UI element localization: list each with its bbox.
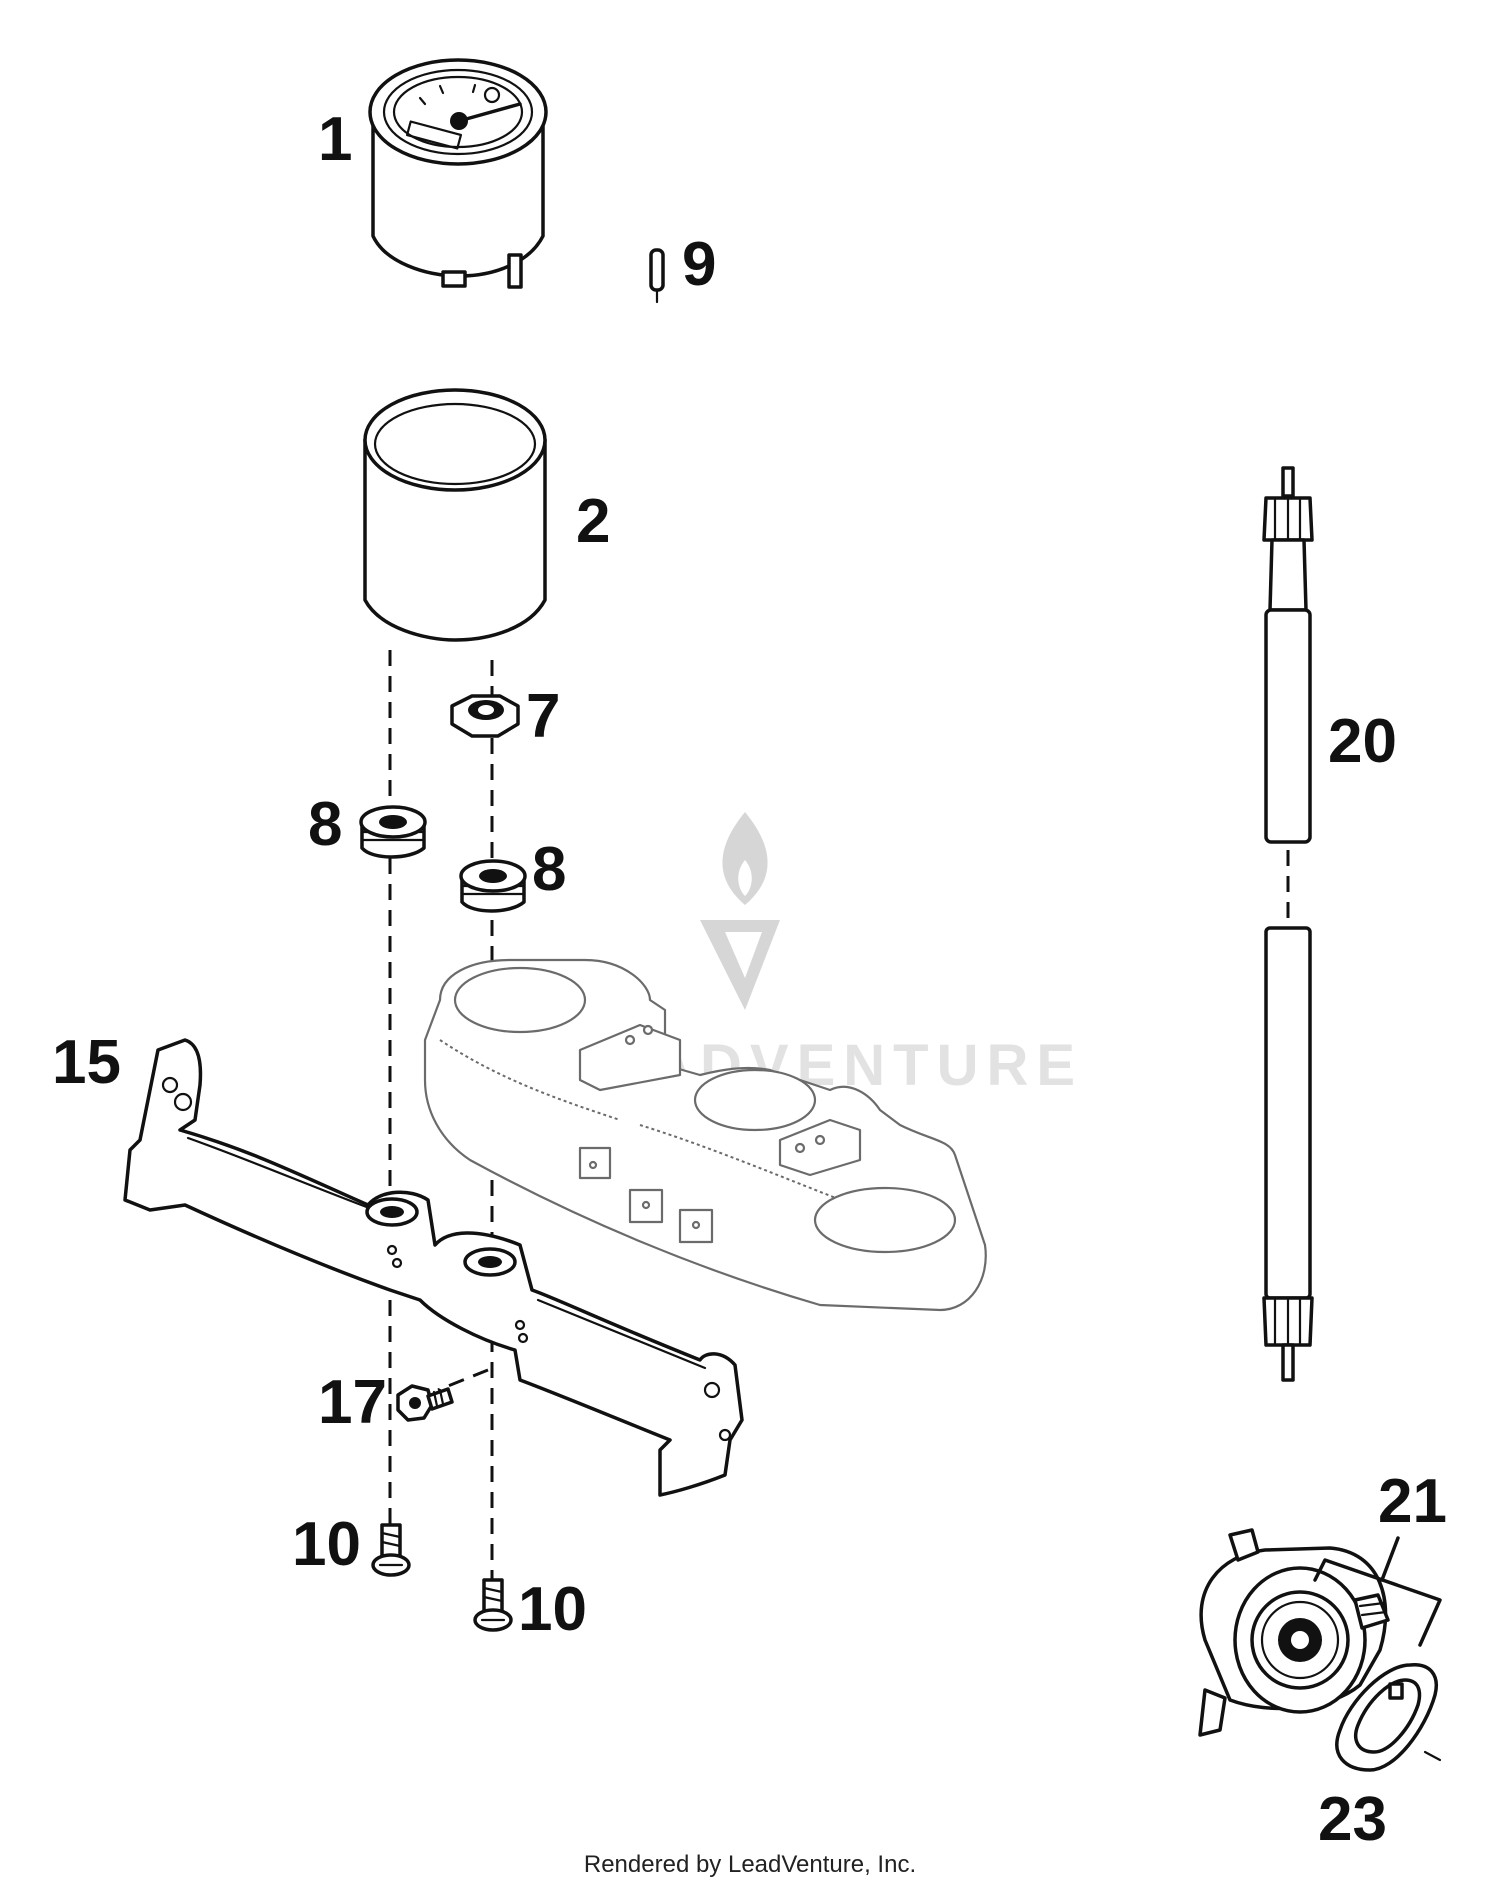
callout-labels: 1 9 2 7 8 8 20 15 17 10 10 21 23	[52, 105, 1447, 1854]
part-21-drive	[1198, 1528, 1390, 1737]
callout-10-right: 10	[518, 1575, 587, 1644]
callout-23: 23	[1318, 1785, 1387, 1854]
callout-1: 1	[318, 105, 352, 174]
callout-8-left: 8	[308, 790, 342, 859]
callout-20: 20	[1328, 707, 1397, 776]
part-8-grommet-left	[359, 805, 427, 859]
part-8-grommet-right	[459, 859, 527, 913]
callout-9: 9	[682, 230, 716, 299]
callout-21: 21	[1378, 1467, 1447, 1536]
callout-15: 15	[52, 1028, 121, 1097]
part-9-pin	[649, 248, 665, 304]
triple-clamp-ghost	[423, 958, 987, 1312]
callout-10-left: 10	[292, 1510, 361, 1579]
part-1-gauge	[368, 58, 548, 289]
part-17-screw	[396, 1384, 454, 1422]
callout-17: 17	[318, 1368, 387, 1437]
part-7-nut	[450, 694, 520, 738]
part-10-screw-left	[371, 1523, 411, 1577]
callout-7: 7	[526, 682, 560, 751]
callout-2: 2	[576, 487, 610, 556]
part-2-housing	[363, 388, 547, 642]
leader-lines	[1313, 1536, 1442, 1762]
part-15-bracket	[123, 1038, 744, 1497]
part-23-ring	[1335, 1663, 1438, 1772]
part-10-screw-right	[473, 1578, 513, 1632]
part-20-cable	[1262, 466, 1314, 1382]
callout-8-right: 8	[532, 835, 566, 904]
footer-credit: Rendered by LeadVenture, Inc.	[584, 1851, 916, 1878]
